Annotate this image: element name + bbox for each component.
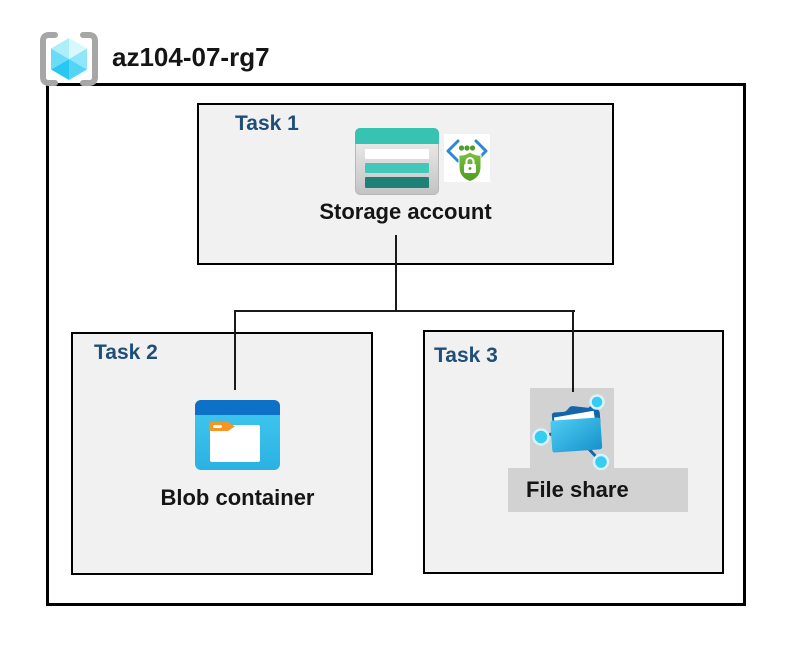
folder-glyph	[210, 425, 260, 462]
task1-label: Task 1	[235, 112, 299, 135]
secured-endpoint-icon	[444, 134, 490, 182]
storage-account-icon	[355, 128, 439, 195]
share-node-icon	[532, 428, 550, 446]
chevron-left-icon	[446, 139, 460, 163]
file-share-label-background	[508, 468, 688, 512]
share-node-icon	[589, 394, 605, 410]
connector-to-blob-container	[234, 310, 236, 390]
resource-group-icon	[40, 32, 98, 86]
shield-lock-icon	[458, 151, 482, 182]
connector-to-file-share	[572, 310, 574, 392]
file-share-icon	[532, 394, 610, 471]
share-node-icon	[592, 453, 610, 471]
connector-storage-stem	[395, 235, 397, 312]
task3-label: Task 3	[434, 344, 498, 367]
task2-label: Task 2	[94, 341, 158, 364]
blob-container-label: Blob container	[160, 485, 315, 510]
resource-group-boundary	[46, 83, 746, 606]
cube-glyph	[51, 38, 87, 80]
file-share-label: File share	[526, 477, 629, 502]
folder-glyph	[550, 406, 603, 453]
blob-container-icon	[195, 400, 280, 470]
connector-horizontal	[234, 310, 575, 312]
storage-account-label: Storage account	[319, 199, 492, 224]
resource-group-name: az104-07-rg7	[112, 42, 270, 72]
